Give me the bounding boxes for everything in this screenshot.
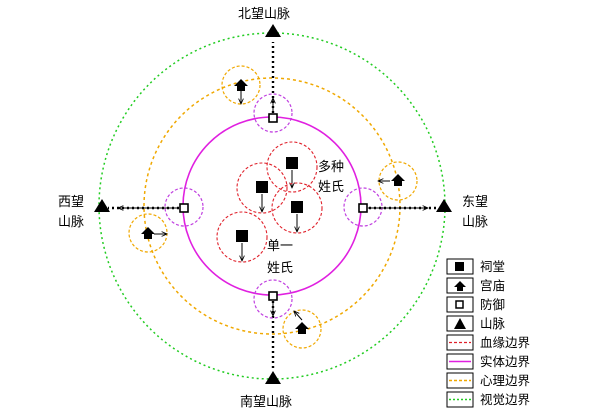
legend-item-ancestral-hall: 祠堂	[446, 258, 505, 275]
defense-icon	[358, 203, 368, 213]
ancestral-hall-icon	[455, 262, 464, 271]
ancestral-hall-4	[216, 211, 268, 263]
temple-east	[378, 161, 418, 201]
single-surname-label: 单一	[267, 239, 293, 254]
defense-east	[343, 187, 428, 227]
defense-icon	[455, 300, 464, 309]
legend: 祠堂 宫庙 防御 山脉 血缘边界 实体边界	[446, 258, 531, 408]
legend-label: 祠堂	[480, 259, 505, 274]
multi-surname-label-2: 姓氏	[318, 180, 344, 195]
ancestral-hall-2	[236, 162, 288, 214]
mountain-icon	[436, 199, 452, 212]
legend-item-physical-boundary: 实体边界	[446, 353, 531, 370]
legend-item-psychological-boundary: 心理边界	[446, 372, 531, 389]
temple-icon	[454, 281, 466, 291]
defense-west	[118, 187, 204, 227]
legend-label: 血缘边界	[480, 335, 531, 350]
defense-north	[253, 93, 293, 133]
defense-icon	[268, 113, 278, 123]
ancestral-hall-icon	[236, 230, 248, 242]
ancestral-hall-icon	[291, 201, 303, 213]
west-mountain-label: 西望	[58, 194, 84, 210]
mountain-icon	[265, 371, 281, 384]
legend-label: 视觉边界	[480, 392, 531, 407]
single-surname-label-2: 姓氏	[267, 261, 293, 276]
mountain-icon	[94, 199, 110, 212]
defense-icon	[179, 203, 189, 213]
legend-item-visual-boundary: 视觉边界	[446, 391, 531, 408]
legend-item-defense: 防御	[446, 296, 505, 313]
temple-west	[128, 213, 168, 253]
west-mountain-label-2: 山脉	[58, 215, 84, 230]
legend-label: 山脉	[480, 316, 506, 331]
legend-label: 宫庙	[480, 278, 505, 293]
ancestral-hall-1	[266, 141, 318, 193]
defense-south	[253, 279, 293, 319]
ancestral-hall-3	[271, 182, 323, 234]
temple-icon	[295, 322, 309, 334]
east-mountain-label-2: 山脉	[462, 215, 488, 230]
legend-item-temple: 宫庙	[446, 277, 505, 294]
south-mountain-label: 南望山脉	[240, 394, 292, 410]
temple-icon	[391, 174, 405, 186]
temple-icon	[141, 227, 155, 239]
legend-label: 心理边界	[480, 373, 531, 388]
legend-item-kinship-boundary: 血缘边界	[446, 334, 531, 351]
mountain-icon	[265, 24, 281, 37]
east-mountain-label: 东望	[462, 194, 488, 210]
north-mountain-label: 北望山脉	[238, 6, 290, 22]
legend-label: 实体边界	[480, 354, 531, 369]
legend-label: 防御	[480, 297, 505, 312]
temple-south	[282, 309, 322, 349]
temple-north	[221, 65, 261, 105]
defense-icon	[268, 291, 278, 301]
multi-surname-label: 多种	[318, 159, 344, 175]
ancestral-hall-icon	[256, 181, 268, 193]
legend-item-mountain: 山脉	[446, 315, 506, 332]
temple-icon	[234, 79, 248, 91]
mountain-icon	[454, 318, 466, 329]
ancestral-hall-icon	[286, 157, 298, 169]
